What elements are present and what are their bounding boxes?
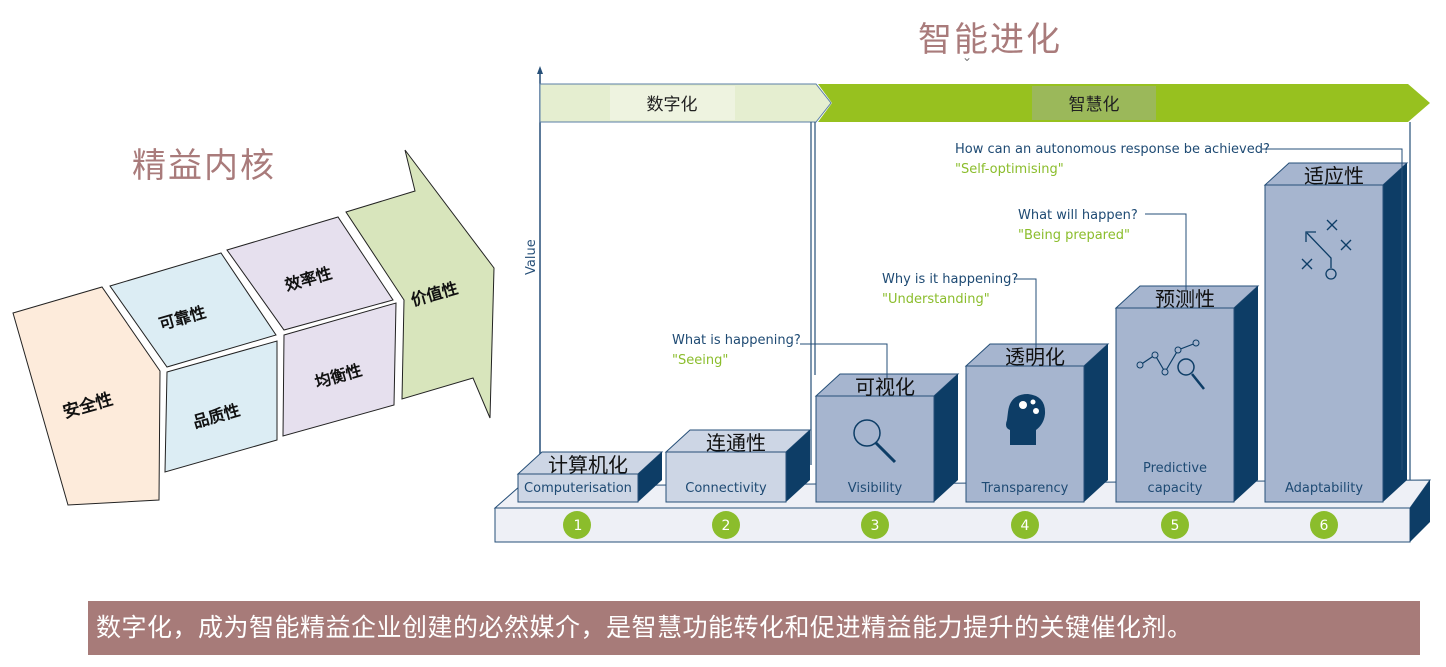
block-reliability [109, 252, 277, 368]
callout-question: What will happen? [1018, 208, 1138, 223]
stage-en-label: Visibility [848, 481, 903, 496]
evolution-title: 智能进化 [918, 20, 1062, 60]
stage-cn-label: 连通性 [706, 431, 766, 455]
stage-number: 6 [1320, 518, 1329, 534]
stage-number-badge [1011, 511, 1039, 539]
callout-quote: "Understanding" [882, 292, 990, 307]
stage-2-front [665, 451, 787, 503]
stage-1-front [517, 473, 639, 503]
phase-digital-label-bg [610, 86, 735, 120]
search-handle-icon [1191, 373, 1205, 390]
stage-2-side [786, 430, 810, 502]
chart-point-icon [1192, 339, 1200, 347]
stage-number: 4 [1021, 518, 1030, 534]
stage-number-badge [861, 511, 889, 539]
gear-icon [1019, 401, 1027, 409]
search-icon [1177, 358, 1195, 376]
callout-question: How can an autonomous response be achiev… [955, 142, 1270, 157]
gear-icon [1030, 399, 1036, 405]
chart-point-icon [1136, 361, 1144, 369]
stage-3-front [815, 395, 935, 503]
block-value-arrow [345, 149, 495, 419]
conclusion-banner: 数字化，成为智能精益企业创建的必然媒介，是智慧功能转化和促进精益能力提升的关键催… [88, 601, 1420, 655]
stage-5-front [1115, 307, 1235, 503]
chart-point-icon [1174, 346, 1182, 354]
stage-cn-label: 可视化 [855, 375, 915, 399]
lean-core-diagram: 安全性 可靠性 品质性 效率性 均衡性 价值性 [12, 149, 495, 506]
block-efficiency [226, 216, 394, 331]
stage-cn-label: 适应性 [1304, 164, 1364, 188]
stage-cn-label: 预测性 [1155, 287, 1215, 311]
cross-icon [1326, 219, 1338, 231]
platform-side [1410, 480, 1430, 542]
phase-digital-label: 数字化 [647, 95, 698, 115]
callout-quote: "Seeing" [672, 353, 728, 368]
phase-smart-label: 智慧化 [1069, 95, 1120, 115]
stage-number-badge [1310, 511, 1338, 539]
strategy-play-icon [1306, 232, 1332, 268]
stage-en-label: Adaptability [1285, 481, 1363, 496]
cross-icon [1340, 239, 1352, 251]
block-quality [164, 340, 278, 473]
evolution-diagram: Value 数字化 智慧化 计算机化 Computerisation 1 连通性 Con… [493, 66, 1431, 543]
stage-number: 3 [871, 518, 880, 534]
callout-question: What is happening? [672, 333, 801, 348]
stage-en-label: Computerisation [524, 481, 632, 496]
stage-number-badge [712, 511, 740, 539]
callout-leader-line [1015, 278, 1037, 348]
stage-cn-label: 计算机化 [548, 453, 628, 477]
brain-gears-icon [1006, 394, 1046, 445]
block-balance [282, 302, 397, 437]
stage-cn-label: 透明化 [1005, 345, 1065, 369]
stage-number-badge [1161, 511, 1189, 539]
stage-number: 2 [722, 518, 731, 534]
callout-quote: "Self-optimising" [955, 162, 1064, 177]
phase-smart-label-bg [1032, 86, 1156, 120]
stage-5-side [1234, 286, 1258, 502]
stage-number: 1 [574, 518, 583, 534]
arrow-head-icon [1305, 231, 1316, 242]
callout-leader-line [800, 343, 888, 378]
stage-en-label: Transparency [981, 481, 1069, 496]
stage-3-side [934, 374, 958, 502]
cross-icon [1301, 258, 1313, 270]
chart-point-icon [1161, 368, 1169, 376]
stage-number: 5 [1171, 518, 1180, 534]
stage-en-label: Connectivity [685, 481, 767, 496]
axis-label: Value [524, 239, 539, 275]
callout-quote: "Being prepared" [1018, 228, 1130, 243]
stage-6-side [1383, 163, 1407, 502]
stage-6-front [1264, 184, 1384, 503]
stage-en-label: Predictive [1143, 461, 1207, 476]
platform-front [494, 507, 1411, 543]
callout-question: Why is it happening? [882, 272, 1018, 287]
magnifier-handle-icon [874, 441, 897, 464]
lean-core-title: 精益内核 [132, 146, 276, 186]
gear-icon [1033, 408, 1039, 414]
caret-icon: ⌄ [962, 50, 973, 64]
axis-arrow-icon [537, 66, 543, 74]
circle-marker-icon [1325, 268, 1337, 280]
block-safety [12, 286, 161, 506]
callout-leader-line [1145, 213, 1187, 290]
stage-en-label: capacity [1148, 481, 1203, 496]
stage-4-side [1084, 344, 1108, 502]
chart-point-icon [1151, 351, 1159, 359]
stage-1-side [638, 452, 662, 502]
magnifier-icon [853, 419, 881, 447]
stage-number-badge [563, 511, 591, 539]
callout-leader-line [1262, 148, 1403, 470]
